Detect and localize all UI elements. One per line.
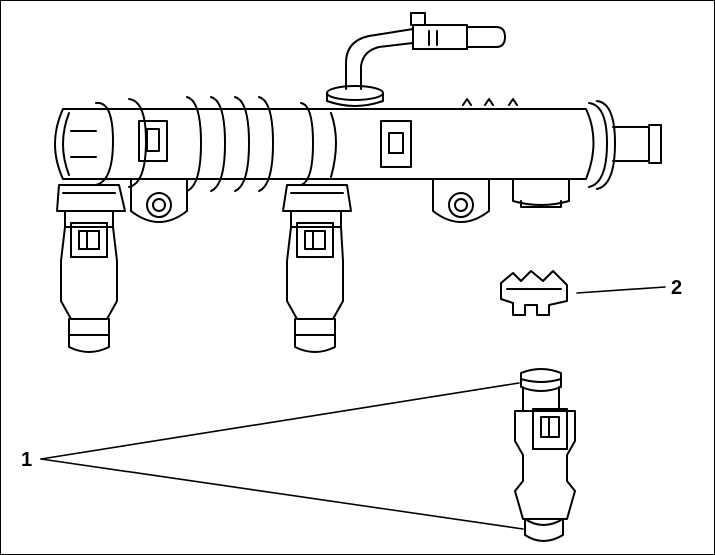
callout-1-label: 1: [21, 449, 33, 471]
fuel-rail-body: [54, 96, 662, 208]
injector-loose: [514, 368, 576, 542]
fuel-supply-pipe: [326, 12, 506, 107]
injector-middle: [282, 184, 352, 353]
retaining-clip: [500, 270, 568, 316]
leader-line-1-top: [40, 382, 520, 460]
leader-line-1-bottom: [40, 458, 524, 530]
injector-left: [56, 184, 126, 353]
leader-lines: [40, 286, 666, 530]
leader-line-2: [576, 286, 666, 294]
mounting-bosses: [130, 178, 490, 223]
callout-2-label: 2: [671, 277, 683, 299]
